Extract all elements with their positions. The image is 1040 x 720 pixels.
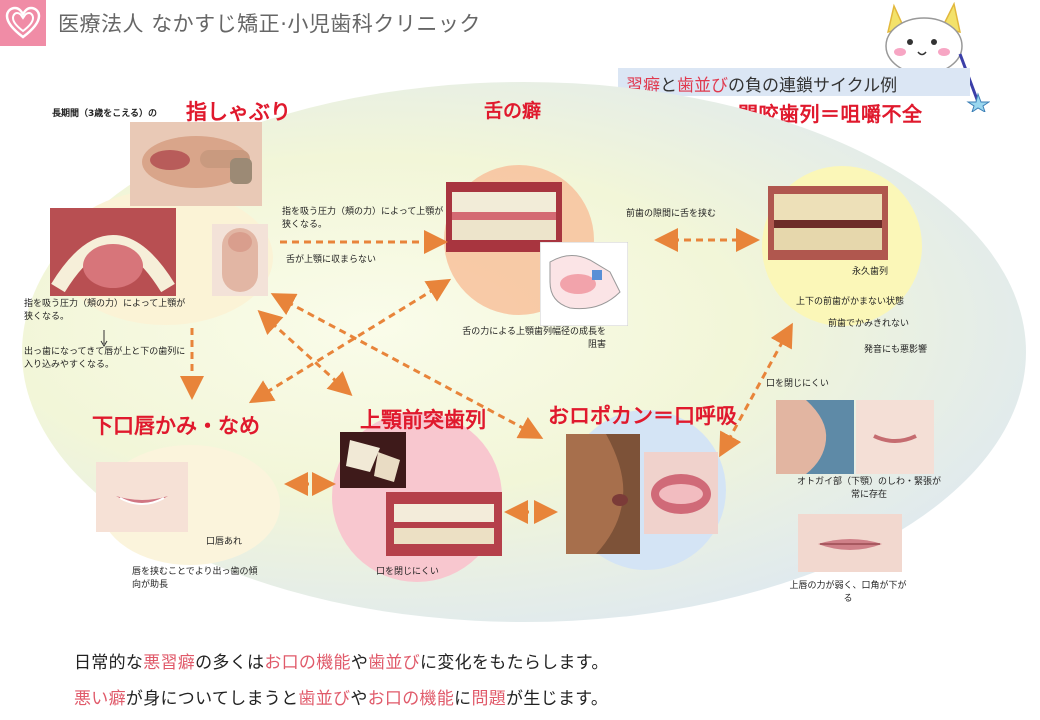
mouth-note-close: 口を閉じにくい [766, 379, 829, 389]
arrow-finger-mouth [270, 293, 544, 439]
finger-sucking-photo [130, 122, 262, 206]
footer-2-e: お口の機能 [367, 689, 455, 709]
footer-line-1: 日常的な悪習癖の多くはお口の機能や歯並びに変化をもたらします。 [74, 648, 609, 673]
permanent-note-speech: 発音にも悪影響 [864, 345, 928, 355]
lip-note-rough: 口唇あれ [206, 537, 243, 547]
finger-sucking-title: 指しゃぶり [186, 100, 291, 124]
footer-2-d: や [350, 689, 368, 709]
arrow-mouth-permanent [719, 322, 793, 458]
tongue-teeth-photo [446, 182, 562, 252]
finger-note-pressure: 指を吸う圧力（頬の力）によって上顎が狭くなる。 [24, 299, 186, 322]
star-wand-icon [966, 92, 991, 114]
smiling-lips-photo [96, 462, 188, 532]
footer-1-g: に変化をもたらします。 [420, 653, 609, 673]
permanent-note-cut: 前歯でかみきれない [828, 319, 910, 329]
footer-line-2: 悪い癖が身についてしまうと歯並びやお口の機能に問題が生じます。 [74, 684, 608, 709]
footer-2-c: 歯並び [298, 689, 351, 709]
tongue-note-fit: 舌が上顎に収まらない [286, 255, 377, 265]
mascot-illustration [880, 1, 991, 114]
tongue-note-gap: 前歯の隙間に舌を挟む [626, 209, 717, 219]
mouth-note-chin: オトガイ部（下顎）のしわ・緊張が常に存在 [796, 477, 941, 500]
footer-1-a: 日常的な [74, 653, 144, 673]
arrow-finger-upper [257, 309, 353, 397]
finger-note-overjet: 出っ歯になってきて唇が上と下の歯列に入り込みやすくなる。 [24, 347, 186, 370]
clinic-main-name: なかすじ矯正 [151, 12, 281, 36]
clinic-prefix: 医療法人 [58, 12, 144, 36]
header: 医療法人 なかすじ矯正·小児歯科クリニック [0, 0, 1040, 46]
footer-2-b: が身についてしまうと [125, 689, 299, 709]
footer-1-d: お口の機能 [264, 653, 351, 673]
footer-2-g: 問題 [471, 689, 507, 709]
palate-photo [50, 208, 176, 296]
banner-alignment: 歯並び [677, 76, 728, 96]
finger-duration-label: 長期間（3歳をこえる）の [52, 109, 157, 119]
footer-2-f: に [454, 689, 472, 709]
banner-and: と [660, 76, 677, 96]
arrow-tongue-lip [248, 278, 452, 404]
tongue-habit-title: 舌の癖 [484, 100, 542, 122]
upper-note-close: 口を閉じにくい [376, 567, 439, 577]
banner-cycle: の負の連鎖サイクル例 [728, 76, 898, 96]
mouth-breathing-profile-photo [566, 434, 640, 554]
closed-lips-photo [798, 514, 902, 572]
clinic-logo[interactable] [0, 0, 46, 46]
tongue-diagram [540, 242, 628, 326]
upper-protrusion-photo [386, 492, 502, 556]
cycle-banner: 習癖と歯並びの負の連鎖サイクル例 [618, 68, 970, 96]
clinic-suffix: 小児歯科クリニック [287, 12, 481, 36]
permanent-teeth-photo [768, 186, 888, 260]
clinic-name: 医療法人 なかすじ矯正·小児歯科クリニック [58, 8, 481, 38]
footer-2-h: が生じます。 [506, 689, 609, 709]
heart-logo-icon [5, 6, 41, 39]
permanent-note-bite: 上下の前歯がかまない状態 [796, 297, 905, 307]
overjet-photo [340, 432, 406, 488]
tongue-note-pressure: 指を吸う圧力（頬の力）によって上顎が狭くなる。 [282, 207, 444, 230]
mouth-note-lip: 上唇の力が弱く、口角が下がる [789, 581, 907, 604]
front-chin-photo [856, 400, 934, 474]
lip-note-push: 唇を挟むことでより出っ歯の傾向が助長 [132, 567, 258, 590]
clinic-separator: · [280, 12, 288, 36]
footer-2-a: 悪い癖 [74, 689, 126, 709]
footer-1-b: 悪習癖 [143, 653, 196, 673]
permanent-teeth-label: 永久歯列 [852, 267, 889, 277]
footer-1-e: や [350, 653, 369, 673]
lip-biting-title: 下口唇かみ・なめ [92, 414, 260, 438]
footer-1-c: の多くは [195, 653, 265, 673]
open-mouth-photo [644, 452, 718, 534]
mouth-breathing-title: おロポカン＝口呼吸 [548, 404, 737, 428]
footer-1-f: 歯並び [368, 653, 421, 673]
